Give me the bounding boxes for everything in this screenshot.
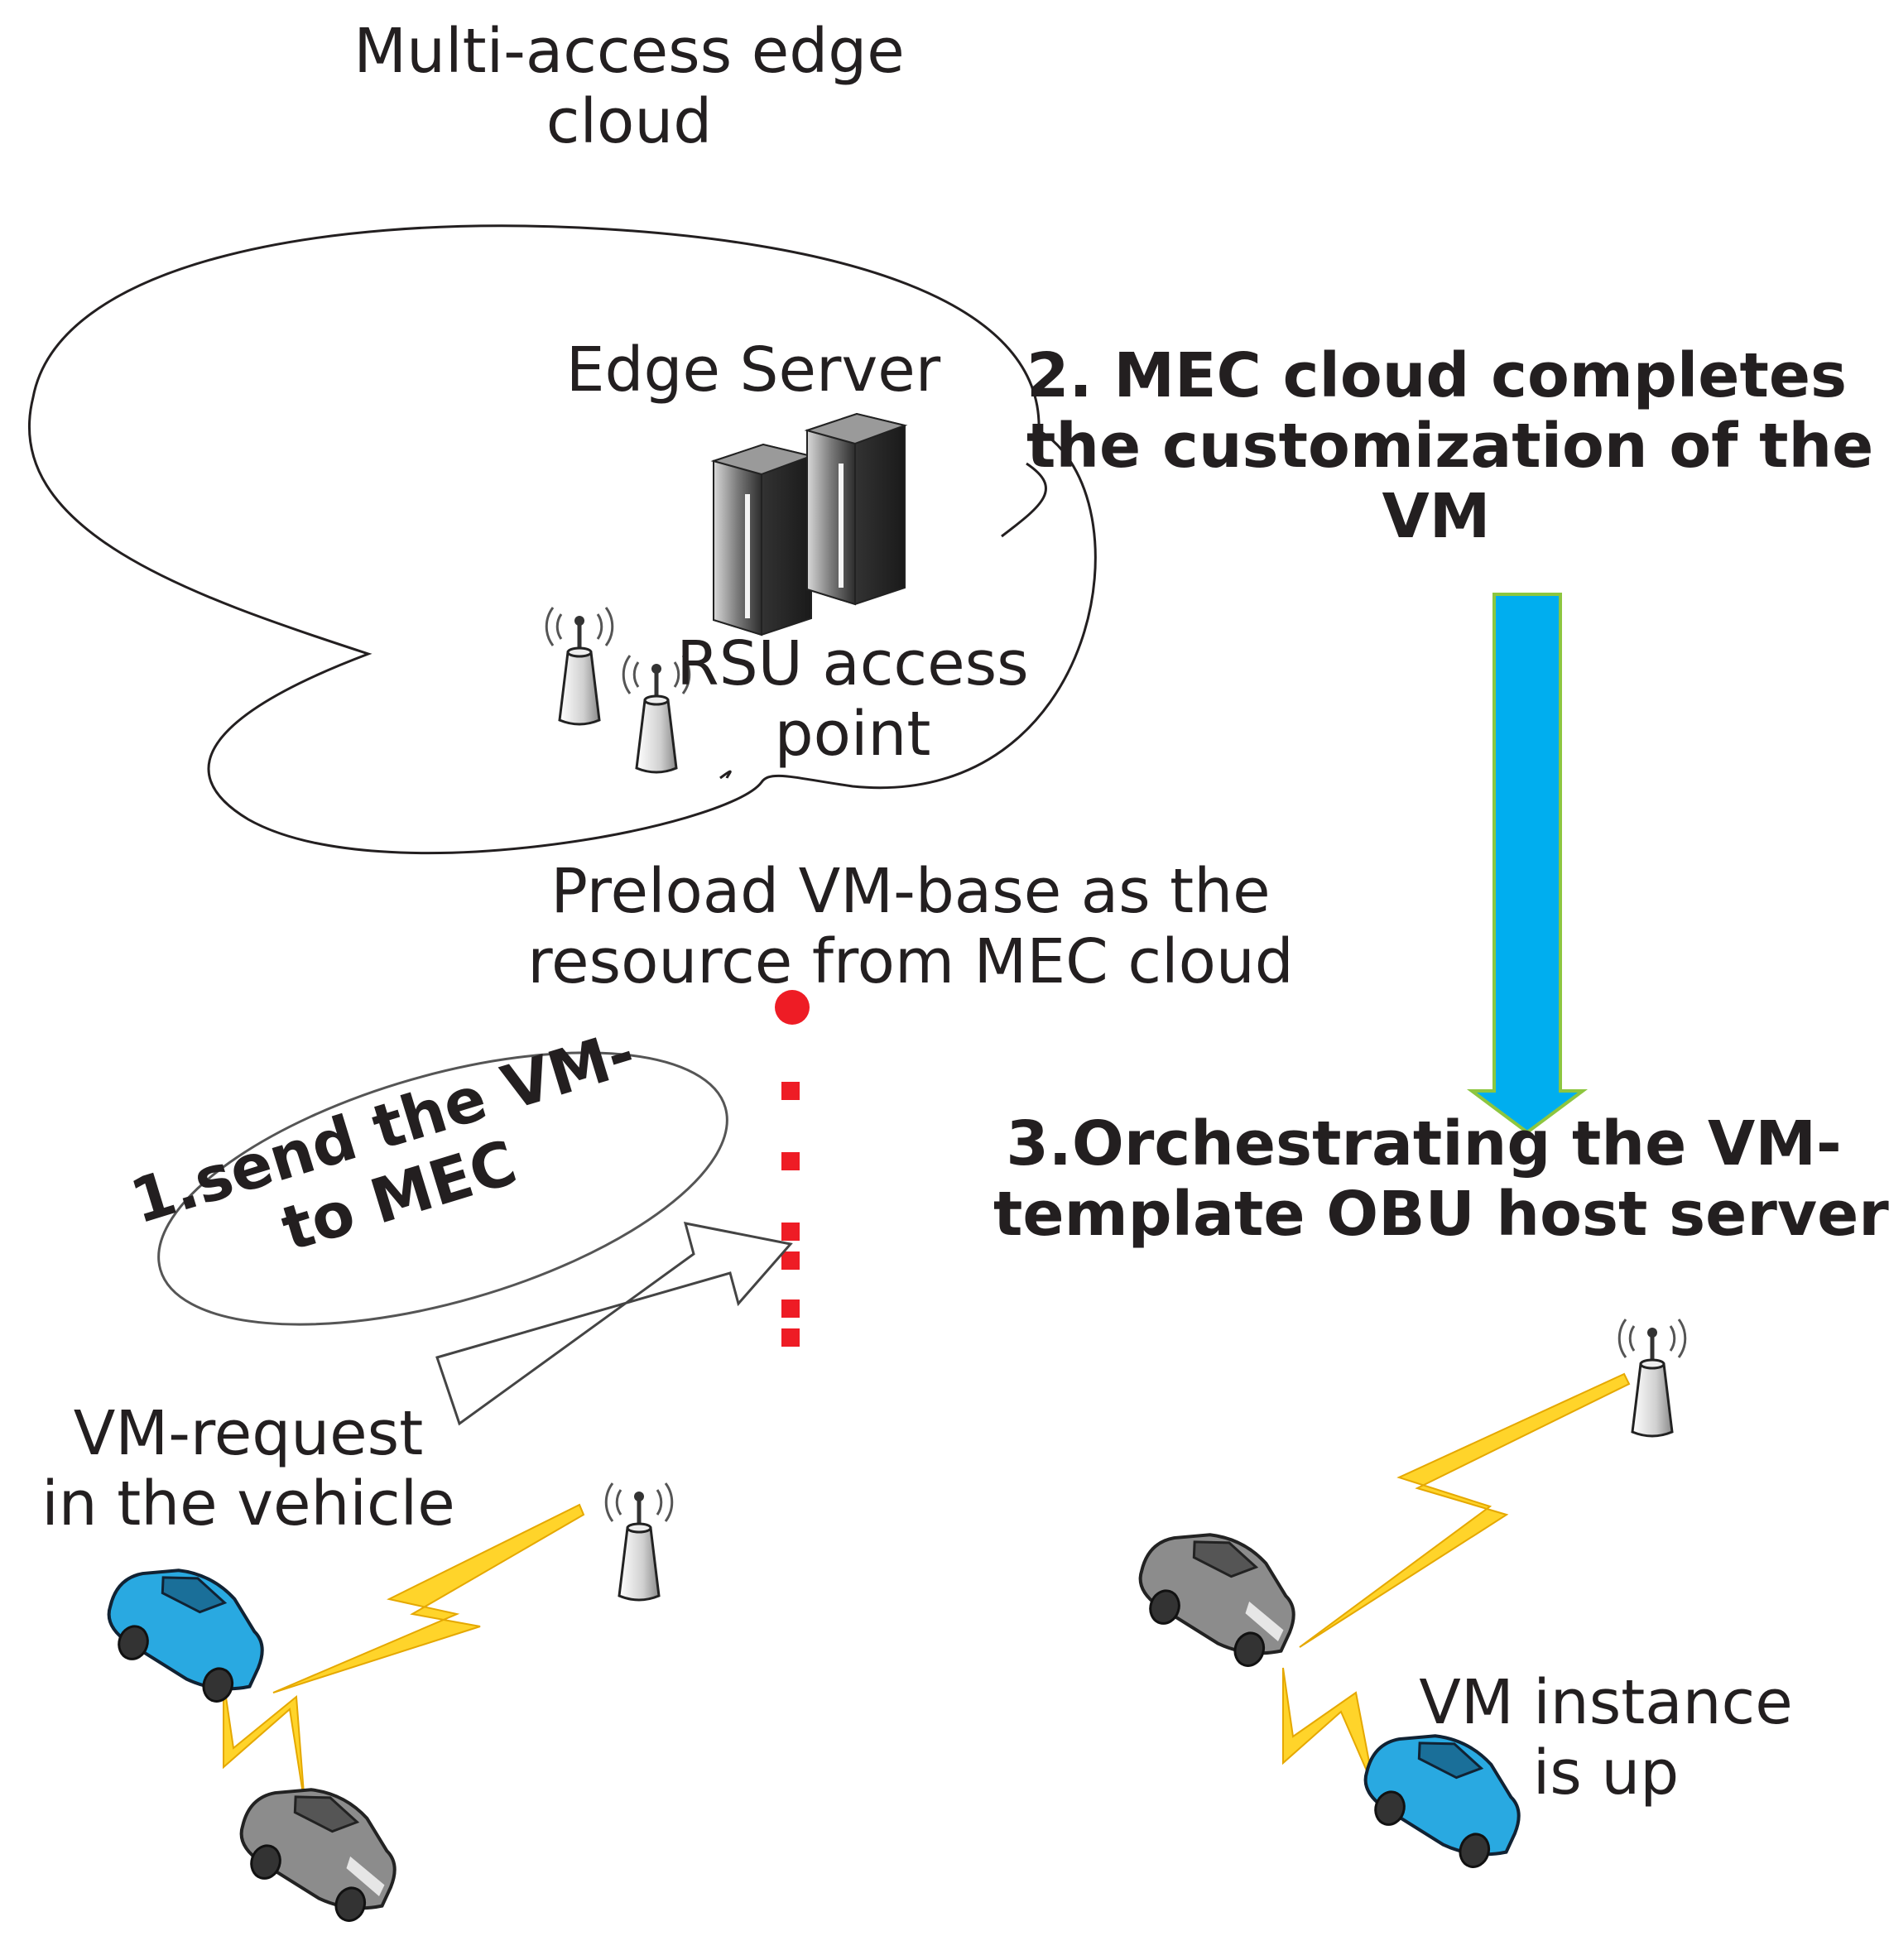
preload-label: Preload VM-base as the resource from MEC… bbox=[513, 856, 1308, 998]
lightning-icon-2 bbox=[223, 1679, 305, 1805]
car-icon-blue-right bbox=[1363, 1734, 1521, 1868]
server-icon-left bbox=[713, 444, 812, 636]
hollow-arrow-icon bbox=[435, 1222, 793, 1426]
vm-request-line-2: in the vehicle bbox=[41, 1468, 455, 1540]
lightning-icon-4 bbox=[1282, 1667, 1375, 1789]
rsu-label-line-2: point bbox=[774, 699, 931, 771]
step2-line-2: the customization of the bbox=[1026, 411, 1874, 483]
step3-label: 3.Orchestrating the VM- template OBU hos… bbox=[993, 1108, 1889, 1251]
lightning-icon-1 bbox=[272, 1503, 585, 1693]
car-icon-gray-left bbox=[239, 1788, 397, 1922]
step2-label: 2. MEC cloud completes the customization… bbox=[1026, 340, 1874, 553]
vm-instance-line-1: VM instance bbox=[1419, 1667, 1793, 1738]
edge-server-label: Edge Server bbox=[565, 334, 941, 406]
step1-ellipse bbox=[157, 1051, 728, 1326]
step3-line-2: template OBU host server bbox=[993, 1179, 1889, 1251]
down-arrow-icon bbox=[1466, 593, 1589, 1135]
car-icon-gray-right bbox=[1138, 1533, 1295, 1667]
vm-instance-label: VM instance is up bbox=[1391, 1667, 1821, 1809]
antenna-icon-vehicle-side bbox=[606, 1483, 672, 1600]
vm-request-line-1: VM-request bbox=[73, 1398, 424, 1469]
preload-line-2: resource from MEC cloud bbox=[527, 926, 1294, 998]
server-icon-right bbox=[806, 413, 906, 605]
antenna-icon-cloud-1 bbox=[546, 608, 613, 724]
step3-line-1: 3.Orchestrating the VM- bbox=[1006, 1108, 1842, 1179]
step2-line-3: VM bbox=[1382, 481, 1491, 553]
rsu-label: RSU access point bbox=[662, 628, 1043, 771]
rsu-label-line-1: RSU access bbox=[676, 628, 1029, 699]
vm-request-label: VM-request in the vehicle bbox=[25, 1398, 472, 1540]
cloud-title-line-1: Multi-access edge bbox=[353, 16, 905, 87]
vm-instance-line-2: is up bbox=[1532, 1737, 1680, 1809]
step2-line-1: 2. MEC cloud completes bbox=[1026, 340, 1848, 411]
lightning-icon-3 bbox=[1299, 1372, 1631, 1648]
antenna-icon-obu-side bbox=[1619, 1319, 1685, 1436]
edge-cloud-outline bbox=[27, 224, 1097, 855]
cloud-title-line-2: cloud bbox=[546, 86, 713, 158]
preload-line-1: Preload VM-base as the bbox=[550, 856, 1271, 927]
car-icon-blue-left bbox=[107, 1568, 264, 1703]
cloud-title: Multi-access edge cloud bbox=[315, 16, 944, 158]
dotted-link bbox=[775, 990, 810, 1347]
